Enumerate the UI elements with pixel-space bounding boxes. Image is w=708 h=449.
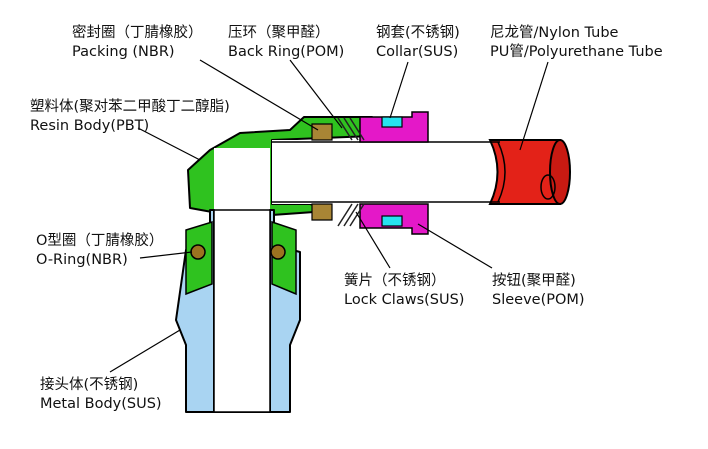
label-backring-en: Back Ring(POM) [228, 44, 345, 60]
label-resinbody-zh: 塑料体(聚对苯二甲酸丁二醇脂) [30, 99, 230, 115]
label-sleeve-zh: 按钮(聚甲醛) [492, 273, 576, 289]
leader-lockclaws [355, 211, 391, 269]
label-tube: 尼龙管/Nylon Tube PU管/Polyurethane Tube [490, 24, 663, 62]
tube-highlight [540, 174, 556, 200]
label-tube-en: PU管/Polyurethane Tube [490, 44, 663, 60]
o-ring-right [270, 244, 286, 260]
label-resinbody: 塑料体(聚对苯二甲酸丁二醇脂) Resin Body(PBT) [30, 98, 230, 136]
label-sleeve-en: Sleeve(POM) [492, 292, 585, 308]
resin-body-lower-right [271, 220, 297, 296]
label-oring-zh: O型圈（丁腈橡胶） [36, 233, 164, 249]
label-packing-en: Packing (NBR) [72, 44, 175, 60]
label-collar-en: Collar(SUS) [376, 44, 459, 60]
label-backring-zh: 压环（聚甲醛） [228, 25, 330, 41]
horizontal-bore [272, 140, 512, 204]
label-collar: 钢套(不锈钢) Collar(SUS) [376, 24, 460, 62]
label-backring: 压环（聚甲醛） Back Ring(POM) [228, 24, 344, 62]
label-lockclaws: 簧片（不锈钢） Lock Claws(SUS) [344, 272, 464, 310]
label-metalbody-zh: 接头体(不锈钢) [40, 377, 139, 393]
lock-claws-top [337, 117, 365, 141]
leader-backring [289, 59, 343, 129]
label-lockclaws-en: Lock Claws(SUS) [344, 292, 465, 308]
leader-metal [109, 329, 181, 373]
label-resinbody-en: Resin Body(PBT) [30, 118, 150, 134]
label-metalbody: 接头体(不锈钢) Metal Body(SUS) [40, 376, 162, 414]
label-oring-en: O-Ring(NBR) [36, 252, 128, 268]
metal-bore [213, 209, 271, 413]
collar-bottom [381, 215, 403, 227]
leader-sleeve [417, 223, 493, 269]
label-metalbody-en: Metal Body(SUS) [40, 396, 162, 412]
leader-tube [519, 61, 549, 151]
leader-packing [199, 59, 319, 131]
label-collar-zh: 钢套(不锈钢) [376, 25, 460, 41]
label-packing-zh: 密封圈（丁腈橡胶） [72, 25, 203, 41]
lock-claws-bottom [337, 203, 365, 227]
leader-lines [109, 59, 549, 373]
packing-bottom [311, 203, 333, 221]
label-tube-zh: 尼龙管/Nylon Tube [490, 25, 619, 41]
collar-top [381, 116, 403, 128]
label-sleeve: 按钮(聚甲醛) Sleeve(POM) [492, 272, 585, 310]
label-packing: 密封圈（丁腈橡胶） Packing (NBR) [72, 24, 203, 62]
nylon-tube [488, 139, 561, 205]
label-oring: O型圈（丁腈橡胶） O-Ring(NBR) [36, 232, 163, 270]
packing-top [311, 123, 333, 141]
label-lockclaws-zh: 簧片（不锈钢） [344, 273, 446, 289]
leader-oring [139, 251, 193, 259]
tube-inner-edge [497, 141, 506, 203]
leader-collar [389, 61, 409, 119]
leader-resin [137, 127, 201, 161]
o-ring-left [190, 244, 206, 260]
